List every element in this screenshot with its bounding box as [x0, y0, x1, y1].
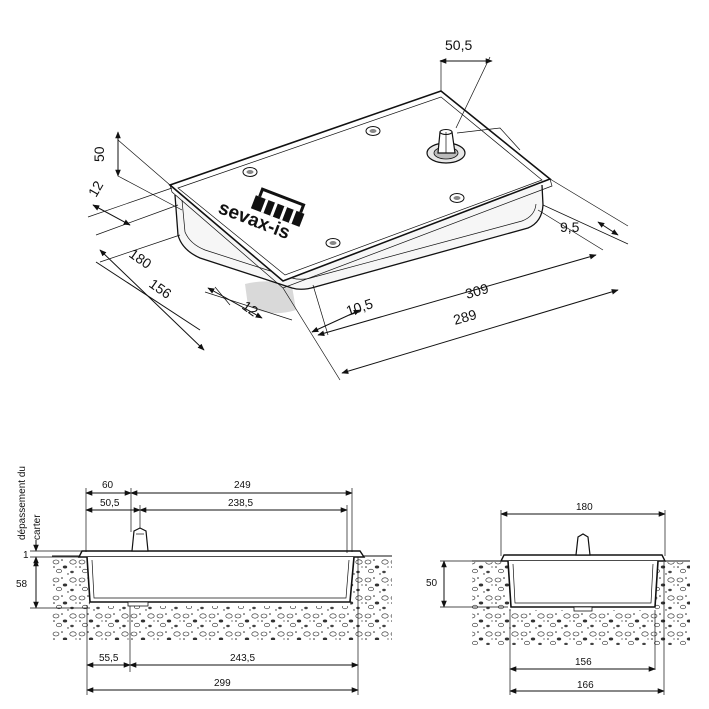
end-box — [507, 560, 659, 608]
dim-180-end: 180 — [576, 502, 593, 513]
label-overhang: dépassement du — [17, 466, 28, 540]
side-ground — [52, 558, 392, 640]
dim-50-5-top: 50,5 — [445, 37, 472, 53]
dim-50-end: 50 — [426, 578, 438, 589]
dim-10-5: 10,5 — [344, 295, 375, 319]
dim-9-5: 9,5 — [560, 219, 580, 235]
cover-screws — [242, 126, 465, 248]
end-cover — [499, 554, 667, 562]
dim-309: 309 — [463, 280, 490, 302]
dim-60: 60 — [102, 480, 114, 491]
dim-50-5-side: 50,5 — [100, 498, 120, 509]
cover-inner-edge — [177, 96, 543, 276]
dim-166-end: 166 — [577, 680, 594, 691]
side-section-view: dépassement du carter 1 58 60 249 50,5 2… — [16, 466, 392, 695]
dim-12-flange: 12 — [85, 178, 107, 200]
end-section-view: 180 50 156 166 — [426, 502, 690, 695]
dim-289: 289 — [451, 306, 478, 328]
dim-50-height: 50 — [91, 146, 107, 162]
dim-180: 180 — [126, 245, 154, 272]
side-cover — [77, 550, 366, 558]
end-ground — [472, 562, 690, 645]
dim-249: 249 — [234, 480, 251, 491]
side-box — [86, 556, 355, 603]
end-spindle — [575, 533, 591, 556]
dim-156-end: 156 — [575, 657, 592, 668]
label-carter: carter — [32, 514, 43, 540]
isometric-view: sevax-is — [85, 37, 629, 381]
dim-1: 1 — [23, 550, 29, 561]
dim-55-5: 55,5 — [99, 653, 119, 664]
end-extension-lines — [440, 510, 666, 695]
pivot-spindle — [426, 127, 521, 164]
side-spindle — [131, 527, 149, 552]
side-extension-lines — [30, 488, 359, 695]
dim-238-5: 238,5 — [228, 498, 253, 509]
dim-58: 58 — [16, 579, 28, 590]
body-edge — [181, 199, 537, 280]
dim-299: 299 — [214, 678, 231, 689]
dim-243-5: 243,5 — [230, 653, 255, 664]
iso-dimension-lines — [92, 58, 619, 374]
